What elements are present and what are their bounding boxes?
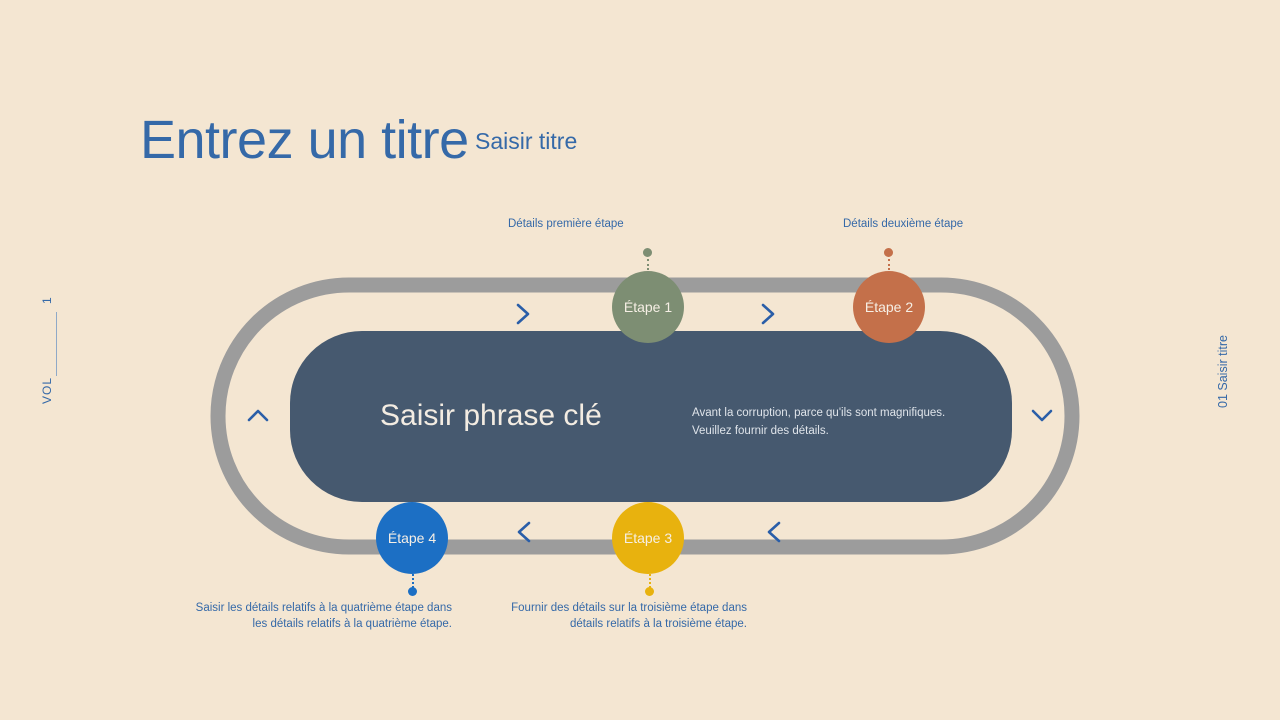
step-node-4-label: Étape 4: [387, 530, 437, 546]
center-panel-heading: Saisir phrase clé: [380, 399, 602, 432]
step-3-connector-dot: [645, 587, 654, 596]
left-rail: 1 VOL: [38, 297, 72, 410]
step-node-2[interactable]: Étape 2: [853, 271, 925, 343]
step-2-connector-dot: [884, 248, 893, 257]
step-3-connector-line: [649, 574, 651, 588]
page-subtitle: Saisir titre: [475, 128, 578, 154]
step-1-connector-dot: [643, 248, 652, 257]
step-caption-2: Détails deuxième étape: [843, 218, 964, 230]
step-node-1-label: Étape 1: [623, 299, 673, 315]
step-node-4[interactable]: Étape 4: [376, 502, 448, 574]
left-rail-divider: [56, 312, 57, 376]
chevron-right-1-icon[interactable]: [512, 300, 534, 328]
center-panel-body: Avant la corruption, parce qu'ils sont m…: [692, 407, 946, 437]
page-title: Entrez un titre: [140, 110, 469, 170]
step-node-3[interactable]: Étape 3: [612, 502, 684, 574]
step-caption-3: Fournir des détails sur la troisième éta…: [511, 602, 747, 630]
step-4-connector: [408, 574, 417, 596]
chevron-down-right-icon[interactable]: [1028, 404, 1056, 426]
chevron-up-left-icon[interactable]: [244, 405, 272, 427]
step-4-connector-dot: [408, 587, 417, 596]
step-node-1[interactable]: Étape 1: [612, 271, 684, 343]
step-node-3-label: Étape 3: [623, 530, 673, 546]
step-caption-4: Saisir les détails relatifs à la quatriè…: [195, 602, 452, 630]
step-caption-1: Détails première étape: [508, 218, 624, 230]
step-node-2-label: Étape 2: [864, 299, 914, 315]
chevron-left-1-icon[interactable]: [513, 518, 535, 546]
center-panel-shape: [290, 331, 1012, 502]
chevron-right-2-icon[interactable]: [757, 300, 779, 328]
step-4-connector-line: [412, 574, 414, 588]
chevron-left-2-icon[interactable]: [763, 518, 785, 546]
step-3-connector: [645, 574, 654, 596]
